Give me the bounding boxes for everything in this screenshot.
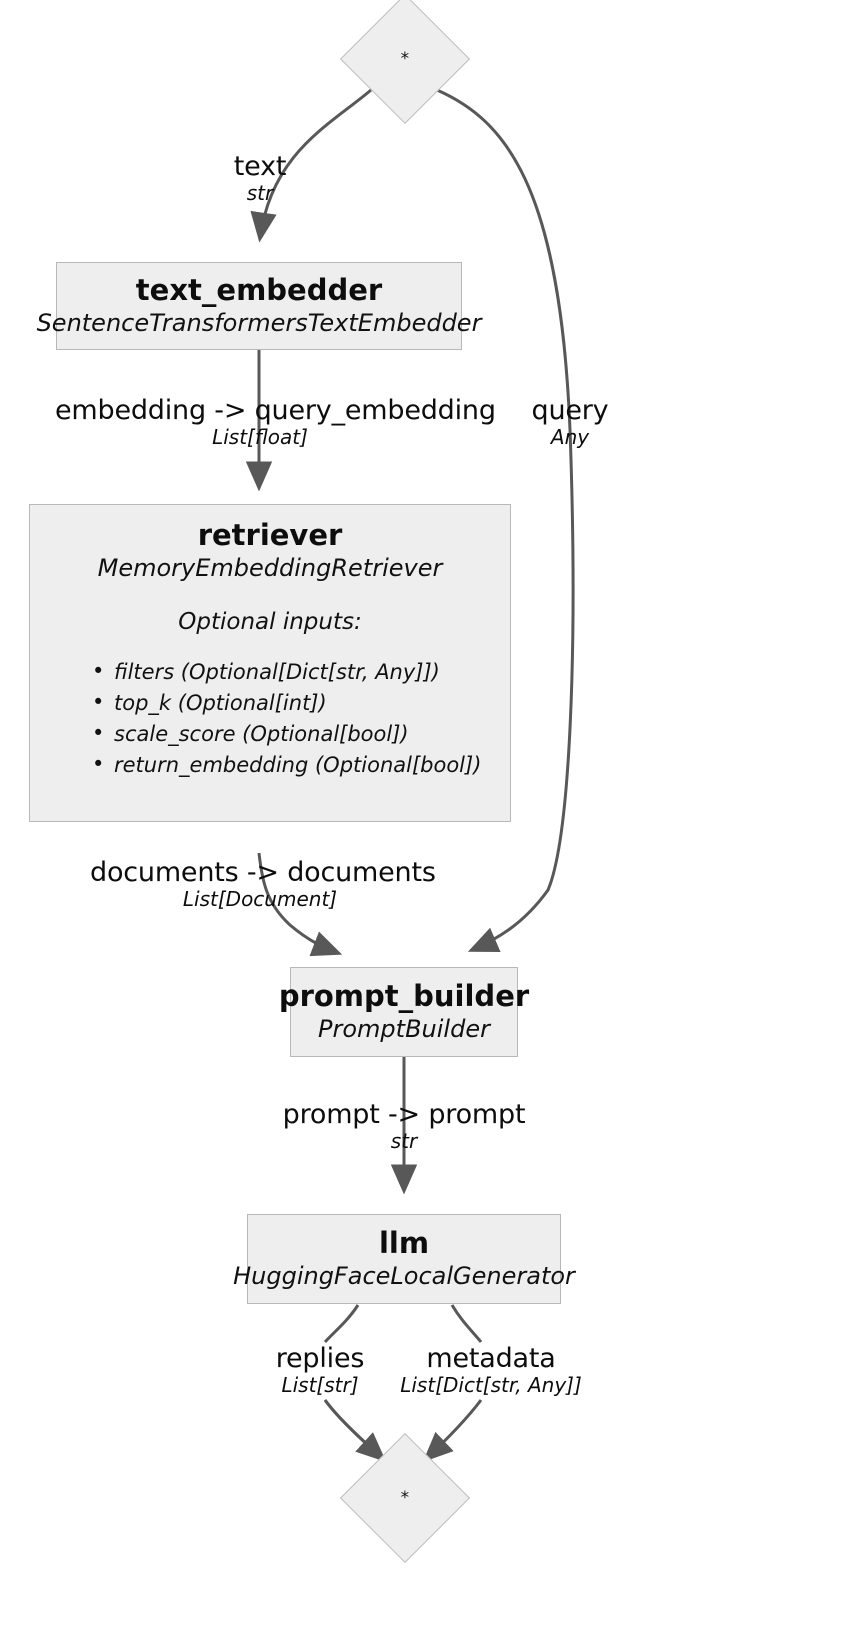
edge-name: replies (275, 1343, 365, 1374)
edge-label-metadata: metadata List[Dict[str, Any]] (392, 1344, 590, 1398)
optional-inputs-list: filters (Optional[Dict[str, Any]]) top_k… (30, 656, 481, 781)
edge-datatype: Any (550, 425, 590, 450)
edge-name: text (233, 151, 287, 182)
asterisk-icon: * (400, 48, 410, 69)
edge-datatype: List[Document] (182, 887, 338, 912)
edge-datatype: str (390, 1129, 418, 1154)
node-type: HuggingFaceLocalGenerator (233, 1262, 575, 1291)
optional-inputs-title: Optional inputs: (178, 609, 362, 636)
node-type: SentenceTransformersTextEmbedder (36, 309, 482, 338)
edge-path-metadata-arrow (422, 1399, 483, 1463)
edge-datatype: List[float] (212, 425, 308, 450)
edge-label-prompt: prompt -> prompt str (254, 1100, 554, 1154)
edge-name: documents -> documents (90, 857, 436, 888)
edge-label-replies: replies List[str] (262, 1344, 378, 1398)
list-item: return_embedding (Optional[bool]) (92, 749, 481, 781)
edge-path-replies-arrow (323, 1399, 387, 1463)
node-type: PromptBuilder (318, 1015, 490, 1044)
edge-name: embedding -> query_embedding (55, 395, 496, 426)
edge-label-embedding: embedding -> query_embedding List[float] (55, 395, 496, 450)
edge-datatype: List[Dict[str, Any]] (400, 1373, 582, 1398)
list-item: top_k (Optional[int]) (92, 687, 481, 719)
edge-datatype: str (246, 181, 274, 206)
edge-label-text: text str (160, 152, 360, 206)
edge-label-documents: documents -> documents List[Document] (90, 857, 436, 912)
edge-path-documents (257, 852, 343, 957)
asterisk-icon: * (400, 1487, 410, 1508)
node-retriever[interactable]: retriever MemoryEmbeddingRetriever Optio… (29, 504, 511, 822)
node-name: retriever (197, 518, 343, 552)
list-item: filters (Optional[Dict[str, Any]]) (92, 656, 481, 688)
node-prompt-builder[interactable]: prompt_builder PromptBuilder (279, 967, 529, 1057)
edge-name: metadata (426, 1343, 556, 1374)
edge-name: query (531, 395, 609, 426)
edge-label-query: query Any (480, 396, 660, 450)
edge-path-metadata (450, 1304, 483, 1343)
node-name: prompt_builder (278, 978, 530, 1013)
optional-inputs-block: Optional inputs: filters (Optional[Dict[… (30, 609, 510, 781)
list-item: scale_score (Optional[bool]) (92, 718, 481, 750)
edge-name: prompt -> prompt (282, 1099, 526, 1130)
node-name: text_embedder (135, 272, 383, 307)
node-llm[interactable]: llm HuggingFaceLocalGenerator (233, 1214, 575, 1304)
node-type: MemoryEmbeddingRetriever (97, 554, 443, 583)
edge-path-query (436, 88, 575, 952)
node-name: llm (378, 1225, 430, 1260)
edge-datatype: List[str] (281, 1373, 359, 1398)
edge-path-text (250, 88, 372, 243)
node-text-embedder[interactable]: text_embedder SentenceTransformersTextEm… (37, 262, 481, 350)
